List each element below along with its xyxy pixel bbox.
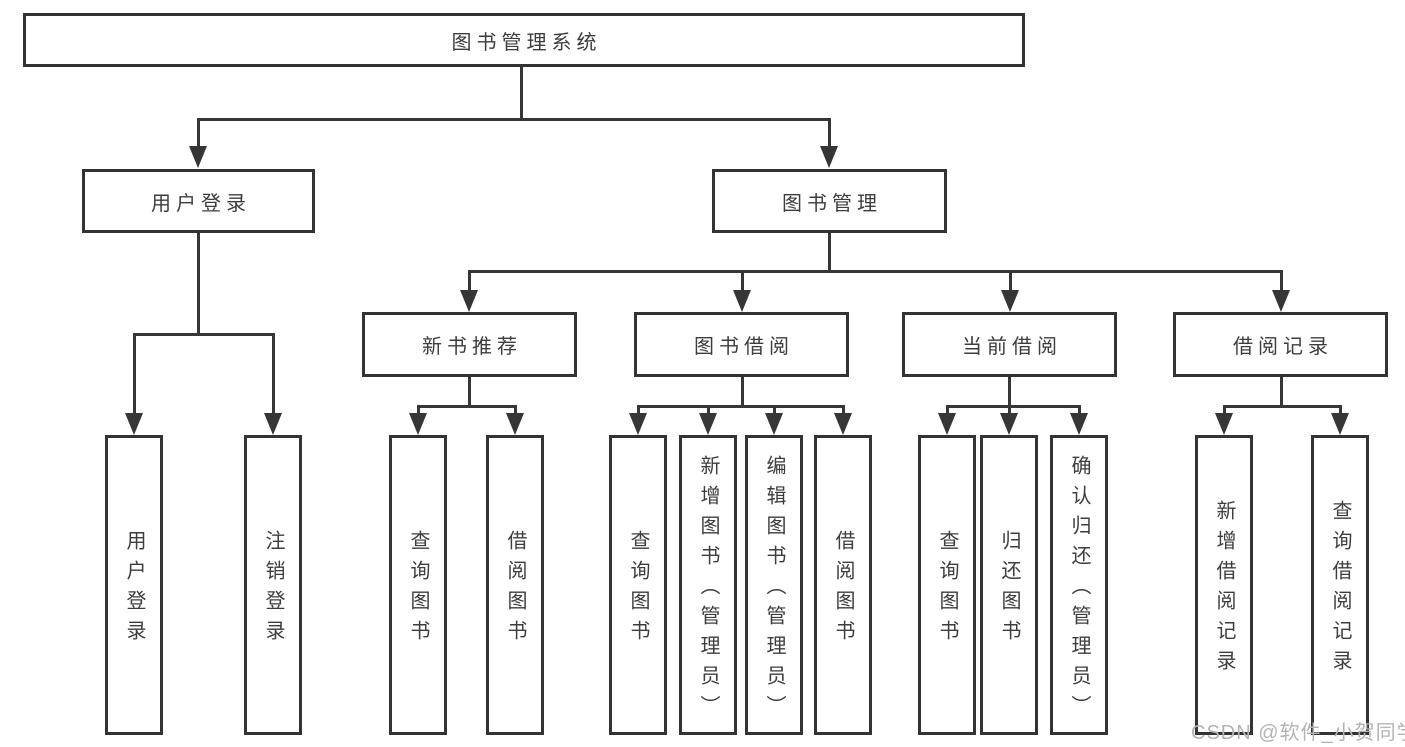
connector-line [1008,405,1011,417]
connector-line [514,405,517,417]
connector-line [1008,377,1011,408]
leaf-query-book-1-label: 查询图书 [407,530,429,650]
leaf-confirm-return-admin-label: 确认归还（管理员） [1068,455,1090,725]
node-user-login: 用户登录 [82,169,315,233]
leaf-edit-book-admin: 编辑图书（管理员） [745,435,803,735]
connector-line [1223,405,1226,417]
leaf-query-borrow-record-label: 查询借阅记录 [1329,500,1351,680]
leaf-confirm-return-admin: 确认归还（管理员） [1050,435,1108,735]
connector-line [197,233,200,335]
connector-line [417,405,517,408]
arrow-down-icon [460,290,478,312]
node-new-book-recommend-label: 新书推荐 [422,336,522,358]
connector-line [773,405,776,417]
leaf-return-book-label: 归还图书 [998,530,1020,650]
connector-line [468,270,471,292]
leaf-borrow-book-1-label: 借阅图书 [504,530,526,650]
arrow-down-icon [733,290,751,312]
arrow-down-icon [1331,413,1349,435]
connector-line [828,233,831,272]
leaf-return-book: 归还图书 [980,435,1038,735]
connector-line [637,405,845,408]
connector-line [1009,270,1012,292]
arrow-down-icon [125,413,143,435]
connector-line [417,405,420,417]
connector-line [468,270,1283,273]
arrow-down-icon [629,413,647,435]
connector-line [1078,405,1081,417]
connector-line [637,405,640,417]
leaf-user-login: 用户登录 [105,435,163,735]
connector-line [842,405,845,417]
arrow-down-icon [834,413,852,435]
arrow-down-icon [189,146,207,168]
leaf-add-book-admin-label: 新增图书（管理员） [697,455,719,725]
leaf-edit-book-admin-label: 编辑图书（管理员） [763,455,785,725]
connector-line [520,67,523,120]
node-book-management-label: 图书管理 [782,192,882,215]
connector-line [197,118,831,121]
connector-line [946,405,949,417]
node-root: 图书管理系统 [23,13,1025,67]
connector-line [1280,270,1283,292]
leaf-logout: 注销登录 [244,435,302,735]
leaf-logout-label: 注销登录 [262,530,284,650]
leaf-query-book-2-label: 查询图书 [627,530,649,650]
leaf-add-borrow-record-label: 新增借阅记录 [1213,500,1235,680]
arrow-down-icon [1000,413,1018,435]
arrow-down-icon [1070,413,1088,435]
leaf-user-login-label: 用户登录 [123,530,145,650]
leaf-query-book-1: 查询图书 [389,435,447,735]
arrow-down-icon [1001,290,1019,312]
leaf-query-book-3: 查询图书 [918,435,976,735]
connector-line [468,377,471,408]
leaf-borrow-book-2-label: 借阅图书 [832,530,854,650]
node-new-book-recommend: 新书推荐 [362,312,577,377]
connector-line [1223,405,1342,408]
node-book-borrow-label: 图书借阅 [694,336,794,358]
connector-line [828,118,831,150]
arrow-down-icon [1272,290,1290,312]
connector-line [707,405,710,417]
arrow-down-icon [938,413,956,435]
leaf-add-borrow-record: 新增借阅记录 [1195,435,1253,735]
connector-line [1339,405,1342,417]
leaf-borrow-book-1: 借阅图书 [486,435,544,735]
arrow-down-icon [820,146,838,168]
leaf-query-borrow-record: 查询借阅记录 [1311,435,1369,735]
watermark: CSDN @软件_小贺同学 [1191,722,1405,744]
connector-line [946,405,1081,408]
leaf-query-book-2: 查询图书 [609,435,667,735]
connector-line [741,377,744,408]
leaf-borrow-book-2: 借阅图书 [814,435,872,735]
arrow-down-icon [1215,413,1233,435]
connector-line [1280,377,1283,408]
connector-line [741,270,744,292]
node-current-borrow: 当前借阅 [902,312,1117,377]
node-root-label: 图书管理系统 [451,31,602,54]
arrow-down-icon [409,413,427,435]
connector-line [272,333,275,415]
node-current-borrow-label: 当前借阅 [962,336,1062,358]
leaf-add-book-admin: 新增图书（管理员） [679,435,737,735]
node-user-login-label: 用户登录 [151,192,251,215]
arrow-down-icon [765,413,783,435]
connector-line [133,333,136,415]
connector-line [197,118,200,150]
connector-line [133,333,275,336]
node-borrow-records: 借阅记录 [1173,312,1388,377]
node-book-borrow: 图书借阅 [634,312,849,377]
arrow-down-icon [506,413,524,435]
arrow-down-icon [264,413,282,435]
node-book-management: 图书管理 [712,169,947,233]
leaf-query-book-3-label: 查询图书 [936,530,958,650]
arrow-down-icon [699,413,717,435]
node-borrow-records-label: 借阅记录 [1233,336,1333,358]
